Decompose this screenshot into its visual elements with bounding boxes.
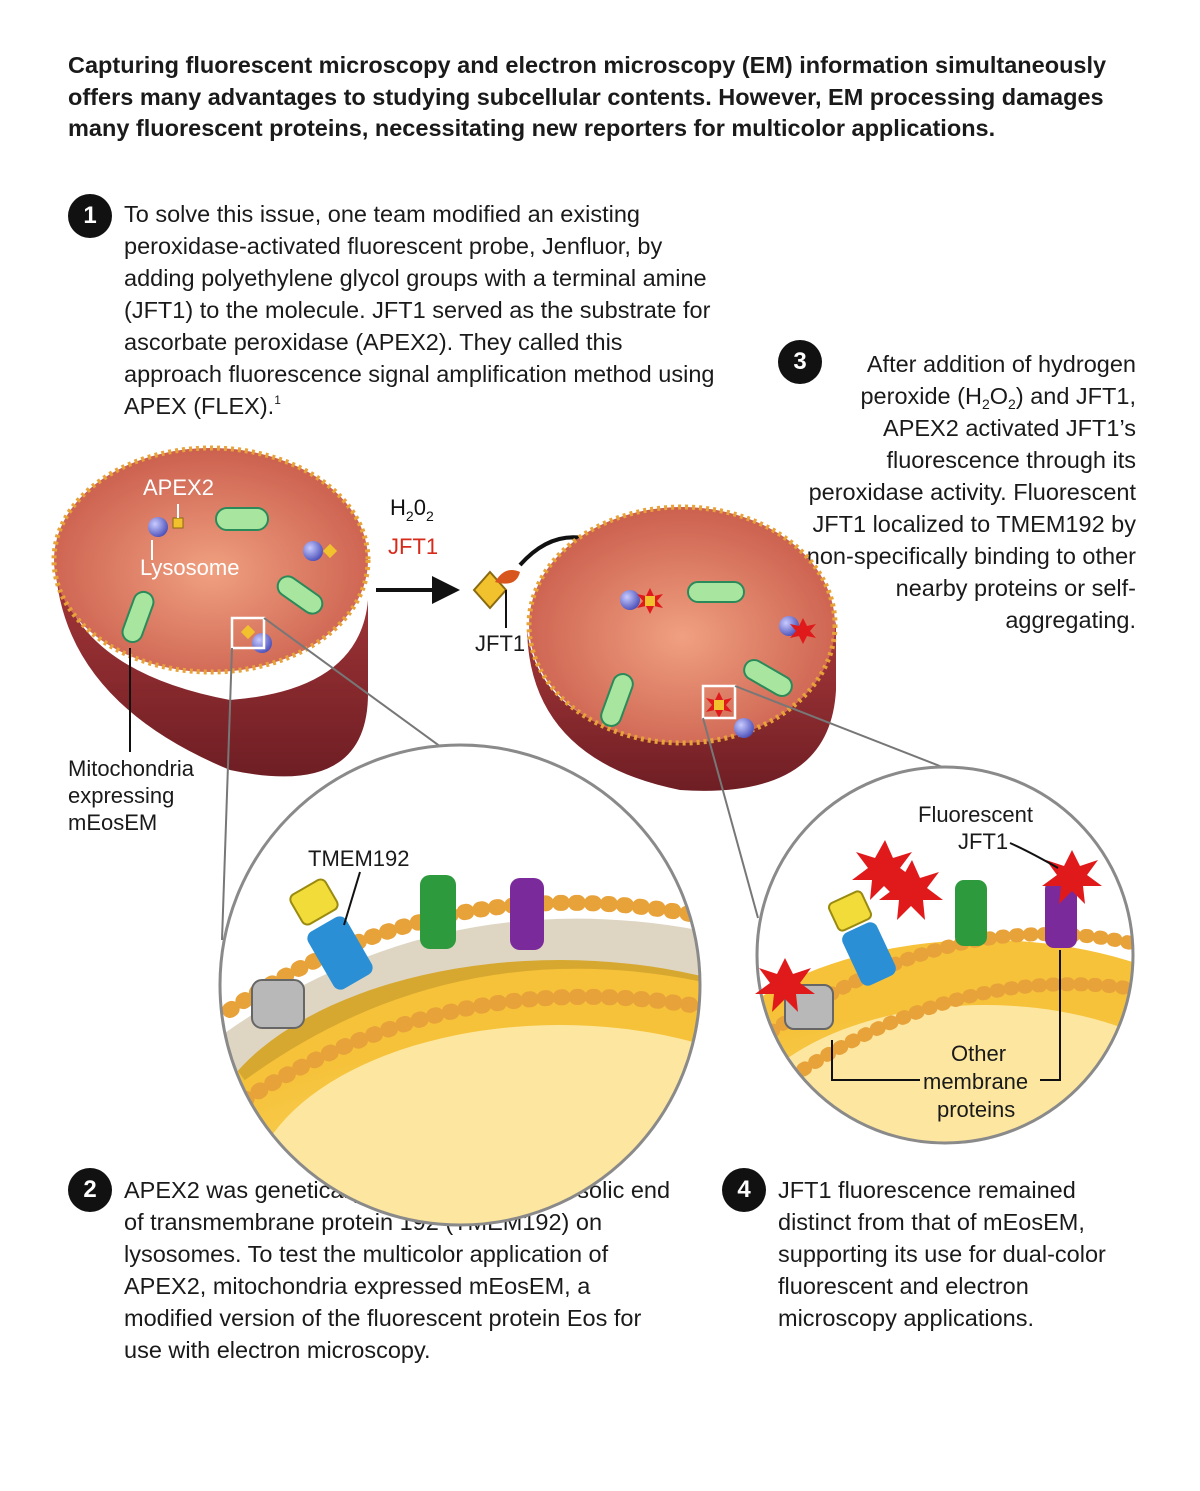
zoom-box [701,684,737,720]
membrane-protein-purple [510,878,544,950]
membrane-protein-green [955,880,987,946]
mitochondrion [121,590,155,644]
intro-text: Capturing fluorescent microscopy and ele… [68,52,1107,141]
mitochondrion [276,575,324,615]
mitochondrion [743,659,793,697]
lysosome [734,718,754,738]
step-2-badge: 2 [68,1168,112,1212]
fluorescent-jft1-burst [755,958,815,1012]
zoom-circle-after [755,765,1135,1145]
mito-label-1: Mitochondria [68,756,195,781]
tmem192-label: TMEM192 [308,846,409,871]
step-1-badge: 1 [68,194,112,238]
apex2-tag [827,890,873,932]
apex2-marker [172,517,184,529]
lysosome [252,633,272,653]
step-4-badge: 4 [722,1168,766,1212]
mito-label-3: mEosEM [68,810,157,835]
apex2-label: APEX2 [143,475,214,500]
fluorescent-jft1-label-1: Fluorescent [918,802,1033,827]
step-1-text: To solve this issue, one team modified a… [124,198,724,422]
step-3-badge: 3 [778,340,822,384]
zoom-box [230,616,266,650]
step-3-sub: 2 [981,396,990,412]
mitochondrion [687,581,745,603]
jft1-icon [495,569,520,584]
step-1-body: To solve this issue, one team modified a… [124,201,715,419]
cell-after [526,504,838,791]
apex2-marker [322,543,338,559]
fluorescent-jft1-burst [852,840,916,900]
tmem192-protein [307,916,373,990]
membrane-protein-green [420,875,456,949]
membrane-protein-purple [1045,880,1077,948]
lysosome [779,616,799,636]
lysosome [620,590,640,610]
lysosome [303,541,323,561]
step-3-sub: 2 [1008,396,1016,412]
lysosome [148,517,168,537]
zoom-circle-before [218,743,702,1227]
step-4-text: JFT1 fluorescence remained distinct from… [778,1177,1106,1331]
apex2-tag [289,878,339,926]
jft1-red-label: JFT1 [388,534,438,559]
other-proteins-label-3: proteins [937,1097,1015,1122]
lysosome-label: Lysosome [140,555,239,580]
mitochondrion [600,673,634,727]
membrane-protein-gray [784,984,834,1030]
other-proteins-label-2: membrane [923,1069,1028,1094]
step-3-text: After addition of hydrogen peroxide (H2O… [780,348,1136,636]
jft1-label: JFT1 [475,631,525,656]
membrane-protein-gray [251,979,305,1029]
step-1-footnote: 1 [274,393,281,407]
step-3-part: ) and JFT1, APEX2 activated JFT1’s fluor… [806,383,1136,633]
mitochondrion [215,507,269,531]
tmem192-protein [842,922,896,986]
step-3-part: O [989,383,1009,409]
fluorescent-jft1-label-2: JFT1 [958,829,1008,854]
mito-label-2: expressing [68,783,174,808]
fluorescence-burst [790,618,816,644]
fluorescent-jft1-burst [879,860,943,920]
cell-before [51,445,371,777]
apex2-marker [240,624,256,640]
fluorescent-jft1-burst [1042,850,1102,904]
step-3-part: After addition of hydrogen peroxide (H [860,351,1136,409]
h2o2-label: H202 [390,495,434,524]
other-proteins-label-1: Other [951,1041,1006,1066]
